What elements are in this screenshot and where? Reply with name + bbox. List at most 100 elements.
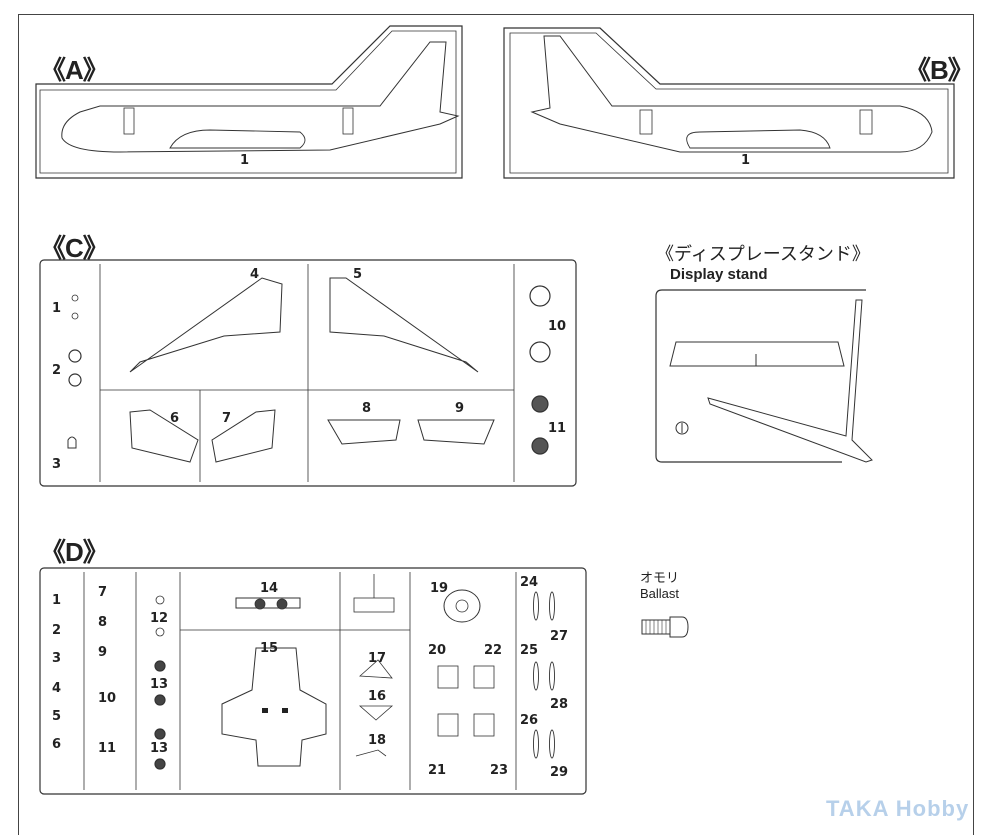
part-number: 13 <box>150 677 168 692</box>
display-stand-title: 《ディスプレースタンド》 Display stand <box>656 240 870 283</box>
wing-fairing-a <box>169 129 306 149</box>
part-number: 28 <box>550 697 568 712</box>
sprue-a-inner-frame <box>39 30 457 174</box>
sprue-c: 1 2 3 4 5 6 7 8 9 10 11 <box>39 259 577 487</box>
part-d13-c <box>154 728 166 740</box>
ballast-label: オモリ Ballast <box>640 570 679 602</box>
stand-plate <box>669 341 845 367</box>
part-d13-b <box>154 694 166 706</box>
sprue-a: 1 <box>35 25 463 179</box>
part-number: 1 <box>240 153 249 168</box>
part-number: 4 <box>250 267 259 282</box>
part-d26 <box>533 729 539 759</box>
part-d29 <box>549 729 555 759</box>
part-number: 24 <box>520 575 538 590</box>
part-number: 14 <box>260 581 278 596</box>
part-number: 20 <box>428 643 446 658</box>
part-number: 13 <box>150 741 168 756</box>
part-number: 8 <box>362 401 371 416</box>
part-d12-b <box>155 627 165 637</box>
stand-pin <box>675 421 689 435</box>
part-number: 26 <box>520 713 538 728</box>
part-d14 <box>235 597 301 609</box>
part-number: 1 <box>52 301 61 316</box>
part-number: 1 <box>741 153 750 168</box>
stabilizer-6 <box>129 409 199 463</box>
part-number: 5 <box>52 709 61 724</box>
part-d21 <box>437 713 459 737</box>
part-d24 <box>533 591 539 621</box>
ballast-label-en: Ballast <box>640 586 680 601</box>
page-frame <box>18 14 974 835</box>
part-number: 5 <box>353 267 362 282</box>
wing-right-5 <box>329 277 479 373</box>
logo-tag <box>353 597 395 613</box>
part-number: 3 <box>52 651 61 666</box>
part-c11-a <box>531 395 549 413</box>
part-d23 <box>473 713 495 737</box>
sprue-a-frame <box>35 25 463 179</box>
part-d15-instrument-panel <box>221 647 327 767</box>
sprue-label-c: 《C》 <box>40 233 109 263</box>
part-number: 11 <box>548 421 566 436</box>
part-c10-b <box>529 341 551 363</box>
part-number: 21 <box>428 763 446 778</box>
display-stand-label-en: Display stand <box>670 266 768 283</box>
part-d19 <box>443 589 481 623</box>
sprue-label-a: 《A》 <box>40 55 109 85</box>
door-a-2 <box>342 107 354 135</box>
part-c1-b <box>71 312 79 320</box>
wing-fairing-b <box>686 129 831 149</box>
part-number: 1 <box>52 593 61 608</box>
part-d28 <box>549 661 555 691</box>
part-number: 12 <box>150 611 168 626</box>
part-number: 2 <box>52 623 61 638</box>
door-a-1 <box>123 107 135 135</box>
part-c2-b <box>68 373 82 387</box>
part-d25 <box>533 661 539 691</box>
part-c3 <box>67 436 77 449</box>
fuselage-a <box>61 41 460 153</box>
part-number: 25 <box>520 643 538 658</box>
part-c1-a <box>71 294 79 302</box>
sprue-d-frame <box>39 567 587 795</box>
antenna-parts <box>533 591 555 759</box>
door-b-1 <box>639 109 653 135</box>
part-d13-d <box>154 758 166 770</box>
display-stand-sprue <box>655 289 873 463</box>
stabilizer-7 <box>211 409 276 463</box>
part-d22 <box>473 665 495 689</box>
part-c2-a <box>68 349 82 363</box>
part-number: 6 <box>170 411 179 426</box>
stand-arm <box>707 299 873 463</box>
ballast-label-jp: オモリ <box>640 570 680 585</box>
part-c10-a <box>529 285 551 307</box>
part-d17 <box>359 659 393 679</box>
part-d13-a <box>154 660 166 672</box>
part-d18 <box>355 749 387 757</box>
part-number: 22 <box>484 643 502 658</box>
part-number: 9 <box>98 645 107 660</box>
part-number: 23 <box>490 763 508 778</box>
fuselage-b <box>530 35 933 153</box>
part-number: 7 <box>222 411 231 426</box>
sprue-b-frame <box>503 27 955 179</box>
sprue-b: 1 <box>503 27 955 179</box>
display-stand-label-jp: 《ディスプレースタンド》 <box>656 244 870 264</box>
part-number: 3 <box>52 457 61 472</box>
sprue-label-d: 《D》 <box>40 537 109 567</box>
part-number: 27 <box>550 629 568 644</box>
part-number: 11 <box>98 741 116 756</box>
part-number: 19 <box>430 581 448 596</box>
sprue-b-inner-frame <box>509 32 949 174</box>
flap-8 <box>327 419 401 445</box>
part-number: 10 <box>548 319 566 334</box>
part-number: 29 <box>550 765 568 780</box>
part-number: 2 <box>52 363 61 378</box>
part-number: 17 <box>368 651 386 666</box>
sprue-d: 1 2 3 4 5 6 7 8 9 10 11 12 13 13 14 15 1… <box>39 567 587 795</box>
part-number: 6 <box>52 737 61 752</box>
watermark: TAKA Hobby <box>826 796 970 821</box>
part-number: 15 <box>260 641 278 656</box>
